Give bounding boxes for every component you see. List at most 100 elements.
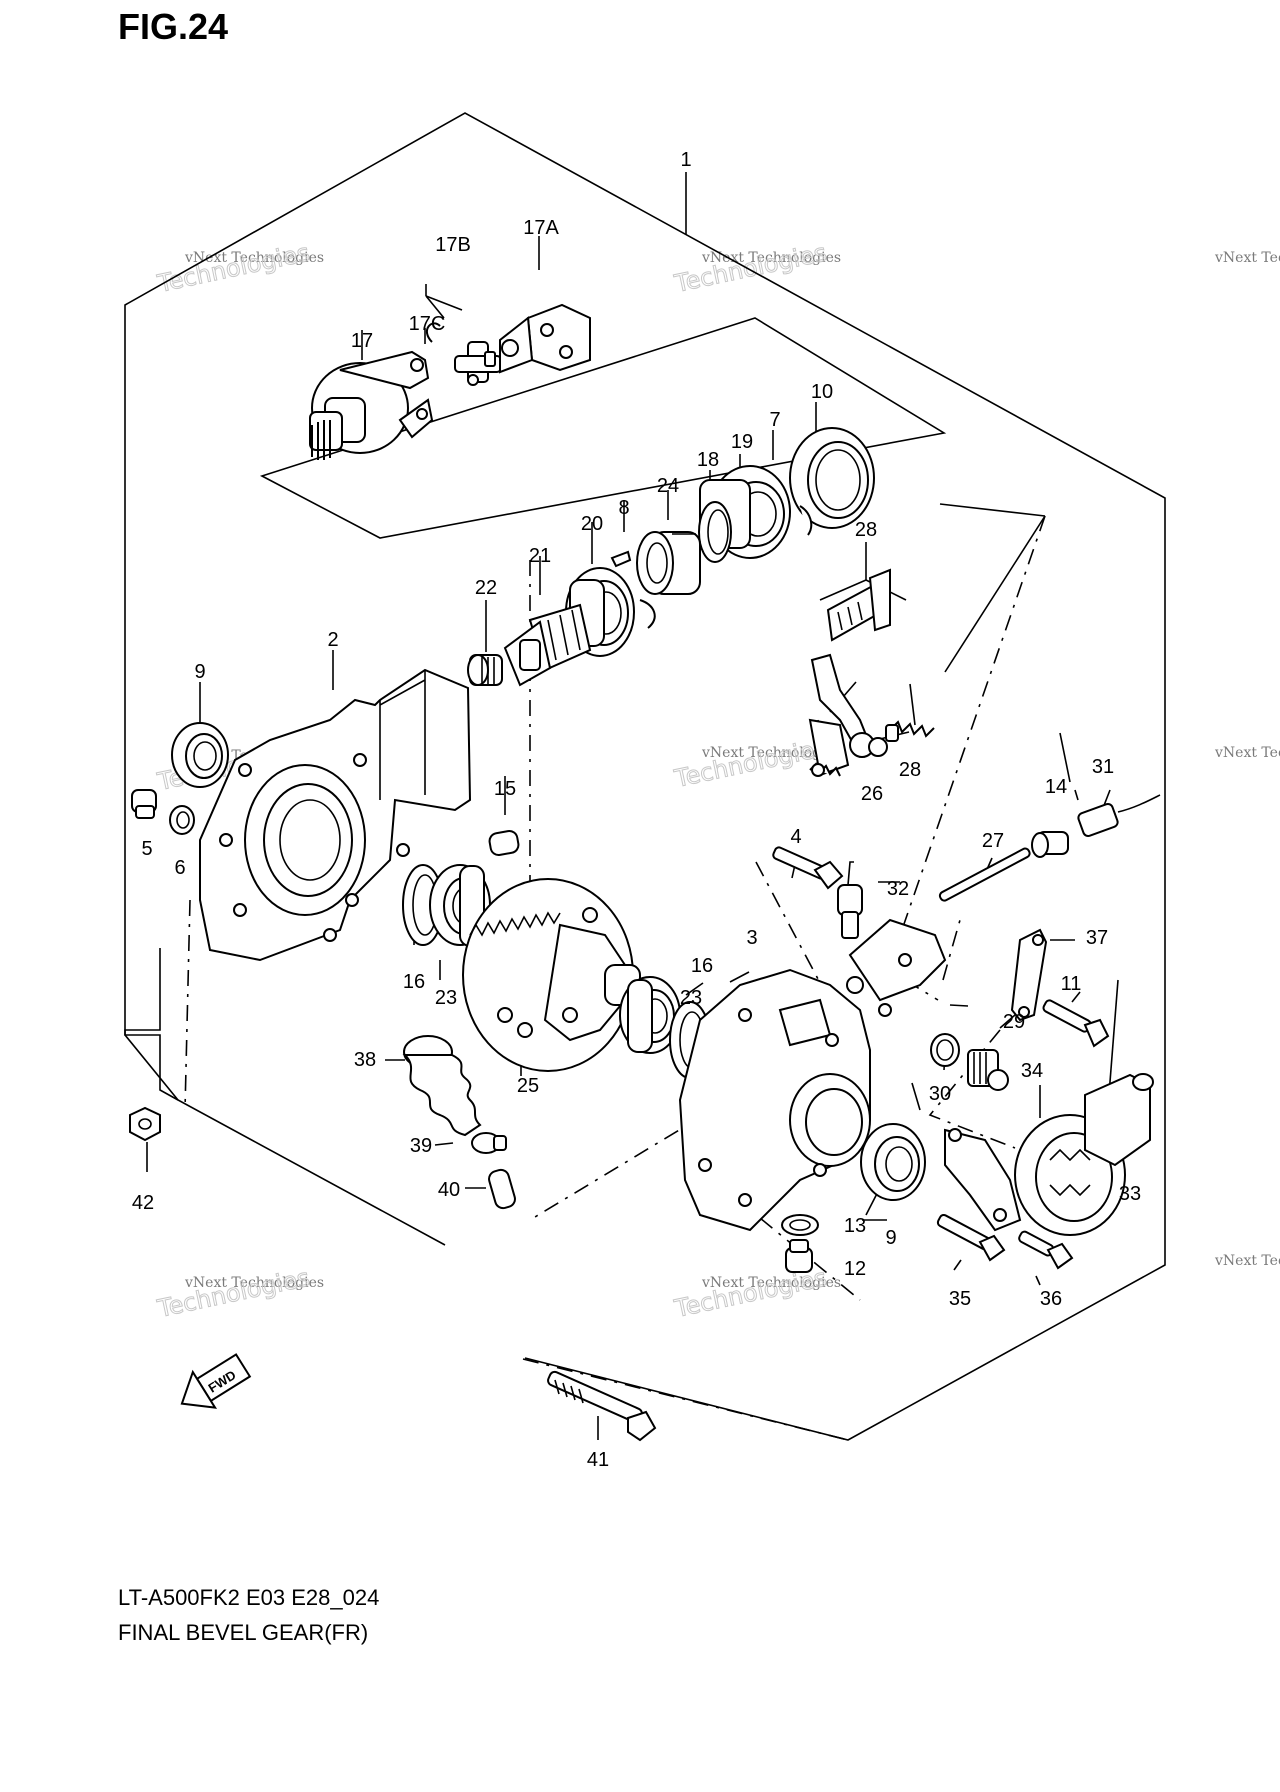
callout-label: 7 xyxy=(769,409,780,431)
callout-label: 17 xyxy=(351,330,373,352)
callout-label: 4 xyxy=(790,826,801,848)
callout-label: 28 xyxy=(899,759,921,781)
part-6-washer xyxy=(169,805,195,835)
part-10-oil-seal xyxy=(789,427,875,529)
callout-labels: 1 2 3 4 5 6 7 8 9 9 10 11 12 13 14 15 16… xyxy=(132,149,1141,1471)
watermark-text: vNext Technologies xyxy=(1214,745,1280,761)
part-17b-spider xyxy=(454,341,502,386)
callout-label: 8 xyxy=(618,497,629,519)
watermark-text: Technologies xyxy=(671,733,829,793)
watermark-text: Technologies xyxy=(154,238,312,298)
callout-label: 14 xyxy=(1045,776,1067,798)
part-36-bolt xyxy=(936,1213,1006,1262)
part-25-differential xyxy=(462,878,641,1072)
part-35-bracket xyxy=(944,1128,1022,1232)
part-39-boot xyxy=(402,1035,482,1137)
callout-label: 5 xyxy=(141,838,152,860)
callout-label: 34 xyxy=(1021,1060,1043,1082)
watermark: vNext Technologies xyxy=(1214,250,1280,266)
callout-label: 13 xyxy=(844,1215,866,1237)
part-14-plug xyxy=(1031,831,1069,858)
part-42-bolt xyxy=(547,1370,657,1442)
fwd-direction-badge: FWD xyxy=(180,1353,252,1409)
yoke-group-outline xyxy=(259,317,947,539)
callout-label: 35 xyxy=(949,1288,971,1310)
part-29-bracket xyxy=(826,568,891,642)
part-17c-snap-ring xyxy=(426,322,441,343)
part-28-spring xyxy=(809,762,841,777)
part-40-clamp xyxy=(471,1132,507,1154)
callout-label: 9 xyxy=(885,1227,896,1249)
part-9-oil-seal xyxy=(860,1123,926,1201)
figure-description: FINAL BEVEL GEAR(FR) xyxy=(118,1620,369,1645)
callout-label: 3 xyxy=(746,927,757,949)
callout-label: 27 xyxy=(982,830,1004,852)
callout-label: 24 xyxy=(657,475,679,497)
callout-label: 20 xyxy=(581,513,603,535)
part-37-bolt xyxy=(1018,1230,1074,1270)
part-13-gasket xyxy=(781,1214,819,1236)
part-33-switch xyxy=(837,861,863,939)
part-12-drain-plug xyxy=(785,1239,813,1273)
watermark-text: Technologies xyxy=(671,238,829,298)
part-18-shim xyxy=(698,501,732,563)
callout-label: 22 xyxy=(475,577,497,599)
part-24-spacer xyxy=(636,531,701,595)
part-23-bearing xyxy=(619,976,681,1054)
callout-label: 38 xyxy=(354,1049,376,1071)
watermark-text: vNext Technologies xyxy=(1214,250,1280,266)
callout-label: 12 xyxy=(844,1258,866,1280)
callout-label: 2 xyxy=(327,629,338,651)
callout-label: 31 xyxy=(1092,756,1114,778)
callout-label: 17A xyxy=(523,217,559,239)
callout-label: 9 xyxy=(194,661,205,683)
figure-title: FIG.24 xyxy=(118,6,229,47)
callout-label: 11 xyxy=(1061,973,1082,995)
callout-label: 40 xyxy=(438,1179,460,1201)
part-30-gear xyxy=(967,1049,1009,1091)
callout-label: 10 xyxy=(811,381,833,403)
callout-label: 17C xyxy=(409,313,446,335)
watermark: vNext Technologies Technologies xyxy=(671,1263,841,1324)
watermark-text: vNext Technologies xyxy=(184,250,324,266)
part-4-bolt xyxy=(772,846,844,890)
model-code: LT-A500FK2 E03 E28_024 xyxy=(118,1585,380,1610)
callout-label: 25 xyxy=(517,1075,539,1097)
part-28-spring xyxy=(885,720,935,742)
watermark: vNext Technologies xyxy=(1214,1253,1280,1269)
callout-label: 42 xyxy=(132,1192,154,1214)
assembly-outline xyxy=(124,1030,446,1246)
part-2-housing xyxy=(199,668,472,962)
callout-label: 16 xyxy=(691,955,713,977)
callout-label: 36 xyxy=(1040,1288,1062,1310)
part-17-flange xyxy=(309,350,434,460)
watermark: vNext Technologies Technologies xyxy=(671,238,841,299)
part-26-shift-arm xyxy=(808,653,888,777)
callout-label: 23 xyxy=(680,987,702,1009)
callout-label: 30 xyxy=(929,1083,951,1105)
part-8-clip xyxy=(610,550,656,629)
part-34-motor xyxy=(1014,1073,1154,1236)
part-32-sensor xyxy=(1077,794,1161,838)
part-3-case xyxy=(678,918,947,1232)
watermark: vNext Technologies Technologies xyxy=(154,1263,324,1324)
callout-label: 18 xyxy=(697,449,719,471)
callout-label: 1 xyxy=(680,149,691,171)
callout-label: 26 xyxy=(861,783,883,805)
callout-label: 6 xyxy=(174,857,185,879)
part-5-plug xyxy=(131,789,157,819)
part-17a-yoke xyxy=(499,303,591,374)
part-9-oil-seal xyxy=(171,722,229,788)
callout-label: 37 xyxy=(1086,927,1108,949)
part-38-bracket xyxy=(1010,928,1048,1022)
part-31-o-ring xyxy=(930,1033,960,1067)
callout-label: 21 xyxy=(529,545,551,567)
part-11-bolt xyxy=(1042,999,1110,1048)
part-41-pin xyxy=(488,1168,516,1210)
part-15-dowel-pin xyxy=(488,830,520,856)
callout-label: 39 xyxy=(410,1135,432,1157)
part-21-drive-pinion xyxy=(503,603,592,687)
callout-label: 33 xyxy=(1119,1183,1141,1205)
watermark: vNext Technologies Technologies xyxy=(154,238,324,299)
